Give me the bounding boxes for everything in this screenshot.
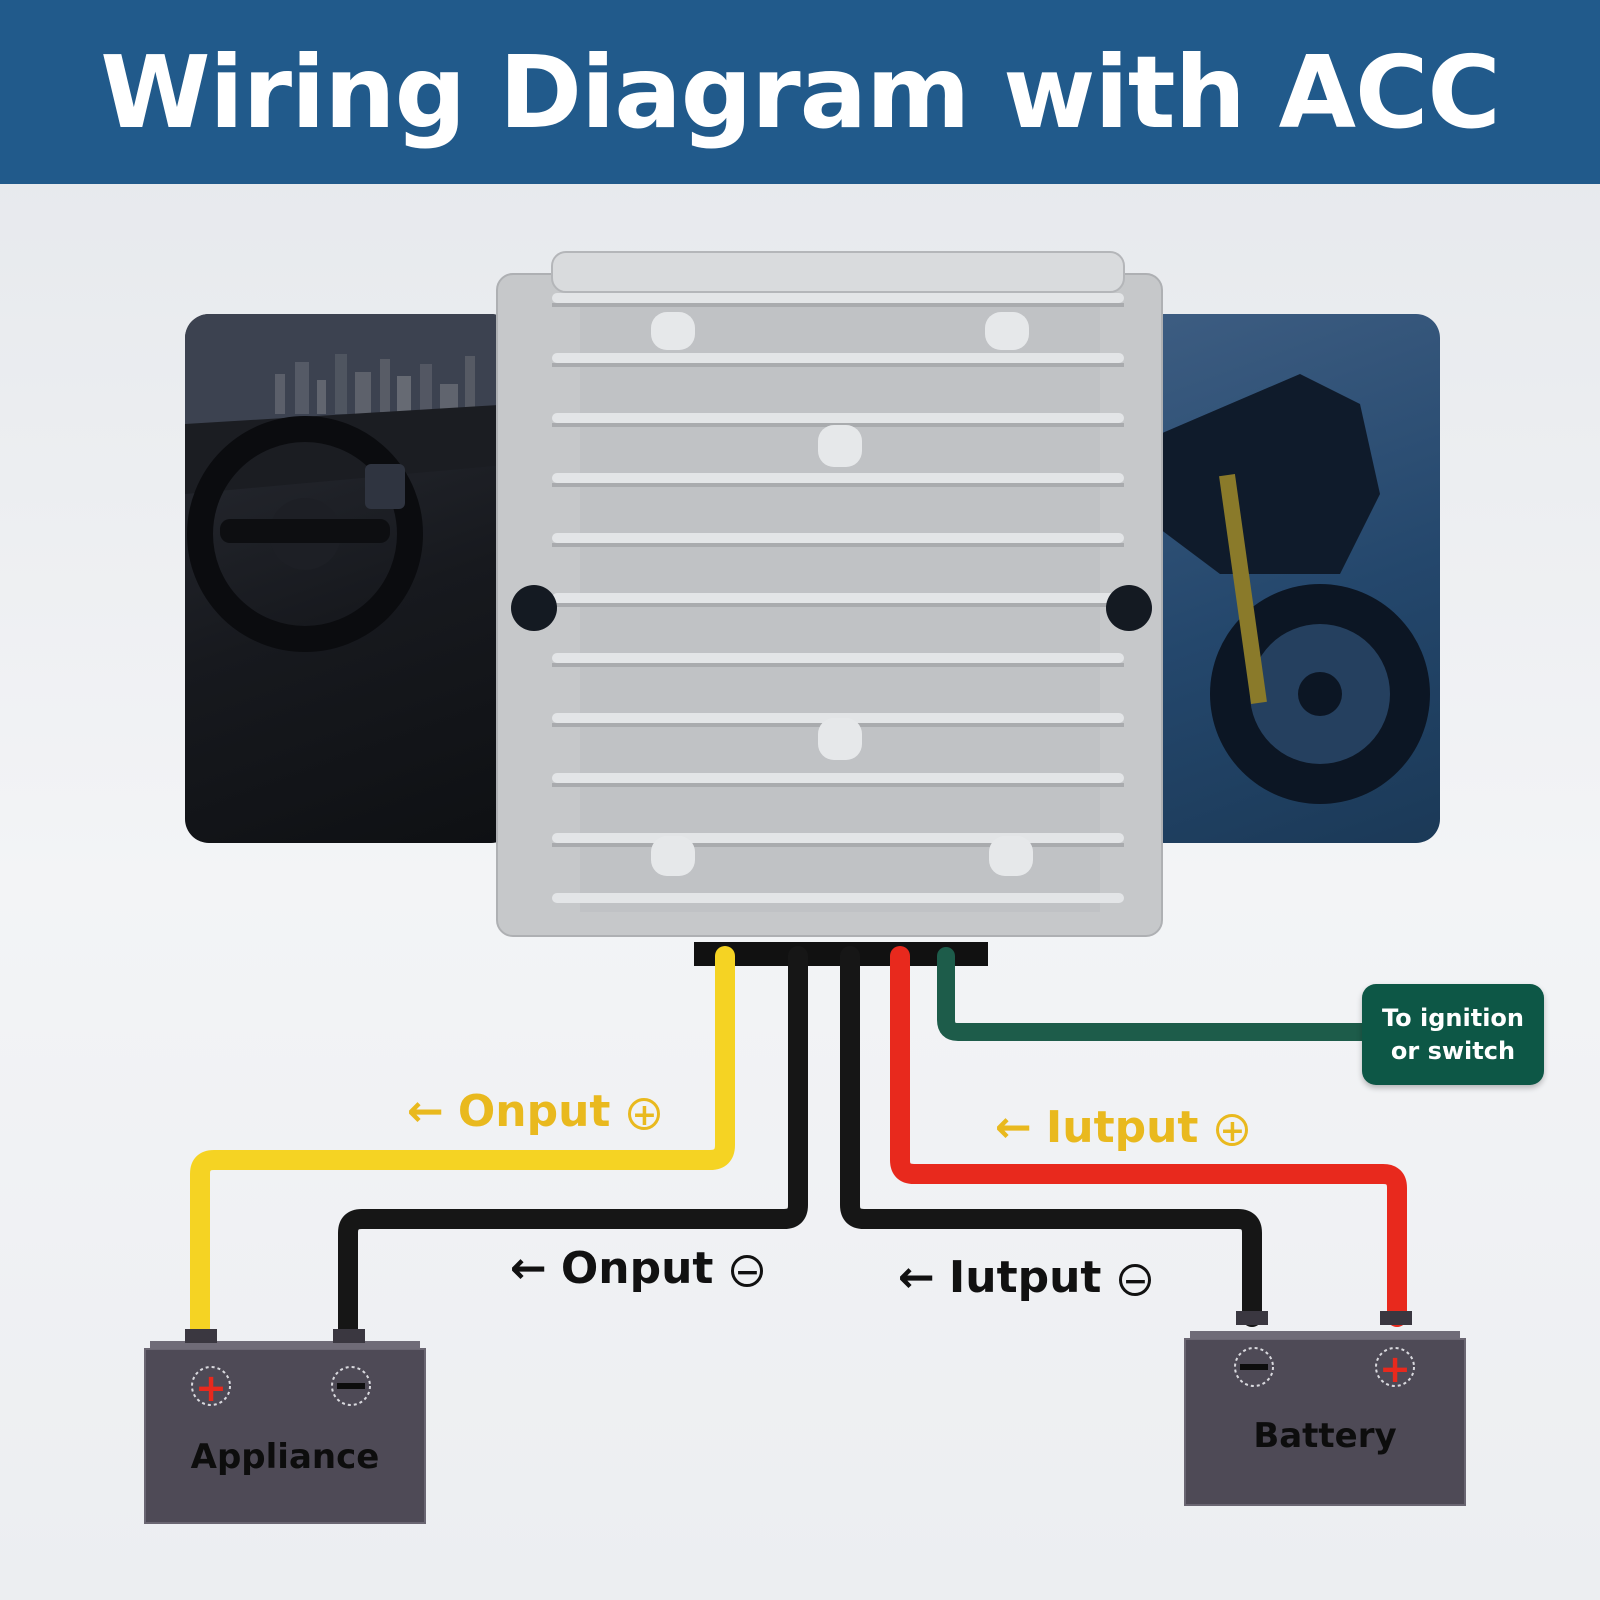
label-input-negative: ←Iutput−: [898, 1256, 1152, 1300]
converter-module: [496, 251, 1163, 966]
battery-box: +: [1184, 1311, 1466, 1506]
appliance-plus-symbol: +: [195, 1366, 227, 1410]
arrow-left-icon: ←: [510, 1243, 547, 1294]
mounting-hole-right: [1106, 585, 1152, 631]
appliance-minus-symbol: [337, 1383, 365, 1389]
appliance-box: +: [144, 1329, 426, 1524]
page-title: Wiring Diagram with ACC: [100, 33, 1501, 151]
mounting-bosses: [651, 312, 1033, 876]
minus-circle-icon: −: [731, 1255, 764, 1288]
label-input-positive-text: Iutput: [1045, 1102, 1199, 1153]
battery-minus-symbol: [1240, 1364, 1268, 1370]
minus-circle-icon: −: [1119, 1264, 1152, 1297]
plus-circle-icon: +: [628, 1098, 661, 1131]
car-interior-photo: [185, 314, 515, 843]
arrow-left-icon: ←: [995, 1102, 1032, 1153]
arrow-left-icon: ←: [407, 1086, 444, 1137]
ignition-line-1: To ignition: [1381, 1004, 1525, 1033]
label-output-negative: ←Onput−: [510, 1247, 764, 1291]
appliance-label: Appliance: [190, 1437, 380, 1477]
heatsink-fins: [552, 293, 1124, 903]
label-output-positive-text: Onput: [457, 1086, 611, 1137]
battery-label: Battery: [1253, 1416, 1397, 1456]
motorcycle-illustration: [1140, 374, 1430, 804]
label-input-negative-text: Iutput: [948, 1252, 1102, 1303]
red-wire: [890, 946, 1407, 1327]
label-output-positive: ←Onput+: [407, 1090, 661, 1134]
mounting-hole-left: [511, 585, 557, 631]
black-wire-input: [840, 946, 1262, 1327]
label-output-negative-text: Onput: [560, 1243, 714, 1294]
wires: [190, 946, 1407, 1345]
ignition-line-2: or switch: [1390, 1036, 1516, 1065]
battery-plus-symbol: +: [1379, 1347, 1411, 1391]
plus-circle-icon: +: [1216, 1114, 1249, 1147]
motorcycle-photo: [1140, 314, 1440, 843]
green-wire: [937, 947, 1379, 1041]
arrow-left-icon: ←: [898, 1252, 935, 1303]
ignition-switch-label: To ignition or switch: [1362, 984, 1544, 1085]
title-banner: Wiring Diagram with ACC: [0, 0, 1600, 184]
car-interior-illustration: [185, 314, 515, 652]
label-input-positive: ←Iutput+: [995, 1106, 1249, 1150]
black-wire-output: [338, 946, 808, 1345]
yellow-wire: [190, 946, 735, 1345]
